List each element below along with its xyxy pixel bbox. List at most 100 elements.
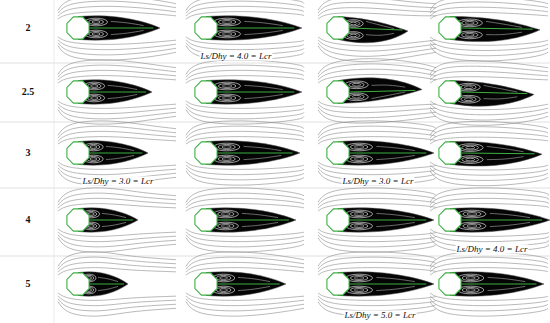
streamline [58, 198, 176, 208]
centerline [350, 284, 426, 285]
vortex-swirl [464, 98, 472, 101]
streamline [318, 296, 436, 306]
flow-cell [186, 0, 304, 60]
vortex-swirl [350, 22, 357, 25]
centerline [462, 92, 527, 94]
length-caption: Ls/Dhy = 3.0 = Lcr [342, 177, 415, 186]
streamline [58, 299, 176, 311]
streamline [186, 0, 304, 10]
vortex-swirl [462, 20, 478, 25]
vortex-swirl [350, 276, 367, 281]
streamline [318, 104, 436, 113]
cylinder-body [195, 142, 217, 164]
flow-cell [186, 121, 304, 185]
row-label: 2 [26, 23, 31, 33]
centerline [90, 92, 146, 93]
vortex-swirl [350, 288, 367, 293]
centerline [462, 153, 535, 155]
vortex-swirl [90, 146, 97, 149]
wake-streak [244, 94, 282, 98]
cylinder-body [195, 81, 217, 103]
wake-streak [244, 155, 282, 159]
wake-region [206, 208, 296, 232]
vortex-swirl [346, 155, 373, 163]
wake-streak [372, 92, 406, 99]
length-caption: Ls/Dhy = 4.0 = Lcr [200, 52, 273, 61]
streamline [58, 165, 176, 175]
centerline [90, 284, 124, 285]
streamline [58, 131, 176, 141]
streamline [430, 188, 548, 202]
vortex-swirl [467, 225, 477, 228]
streamline [430, 66, 548, 77]
flow-cell [318, 0, 436, 62]
flow-cell [430, 61, 548, 125]
wake-streak [376, 155, 414, 159]
streamline [58, 121, 176, 135]
centerline [350, 28, 402, 30]
streamline [186, 252, 304, 266]
cylinder-body [439, 17, 461, 39]
streamline [186, 46, 304, 60]
streamline [186, 302, 304, 316]
vortex-swirl [346, 143, 373, 151]
wake-streak [98, 286, 118, 290]
wake-streak [376, 146, 414, 150]
wake-streak [244, 85, 282, 89]
streamline [318, 2, 436, 13]
streamline [318, 193, 436, 205]
streamline [430, 171, 548, 186]
flow-cell [58, 60, 176, 124]
flow-cell [318, 252, 436, 316]
streamline [430, 71, 548, 80]
vortex-swirl [347, 33, 360, 38]
wake-streak [487, 157, 524, 160]
vortex-swirl [91, 85, 98, 88]
length-caption: Ls/Dhy = 5.0 = Lcr [344, 311, 417, 320]
streamline [186, 296, 304, 306]
centerline [218, 153, 292, 154]
wake-region [338, 208, 434, 232]
cylinder-body [327, 209, 349, 231]
streamline [430, 299, 548, 311]
streamline [430, 168, 548, 181]
cylinder-body [67, 209, 89, 231]
centerline [350, 90, 415, 92]
flow-cell [318, 59, 436, 123]
wake-streak [487, 146, 524, 151]
cylinder-body [327, 142, 349, 164]
wake-region [206, 141, 300, 165]
centerline [90, 28, 153, 29]
centerline [218, 220, 289, 221]
streamline [58, 40, 176, 50]
vortex-swirl [346, 210, 373, 218]
streamline [318, 238, 436, 252]
row-separator [0, 63, 550, 64]
cylinder-body [195, 273, 217, 295]
vortex-swirl [350, 157, 367, 162]
streamline [186, 232, 304, 242]
streamline [430, 7, 548, 16]
streamline [186, 198, 304, 208]
streamline [318, 262, 436, 272]
flow-cell [186, 188, 304, 252]
streamline [318, 46, 436, 62]
wake-region [338, 272, 434, 296]
streamline [186, 193, 304, 205]
streamline [318, 64, 436, 77]
flow-cell [186, 252, 304, 316]
vortex-swirl [465, 22, 474, 25]
vortex-swirl [222, 85, 231, 88]
streamline [318, 299, 436, 311]
streamline [186, 238, 304, 252]
vortex-swirl [354, 146, 363, 149]
wake-streak [244, 30, 282, 34]
wake-region [206, 16, 302, 40]
vortex-swirl [349, 82, 364, 87]
flow-cell [318, 121, 436, 185]
vortex-swirl [458, 210, 486, 218]
vortex-swirl [350, 212, 367, 217]
streamline [186, 168, 304, 180]
vortex-swirl [465, 34, 474, 37]
